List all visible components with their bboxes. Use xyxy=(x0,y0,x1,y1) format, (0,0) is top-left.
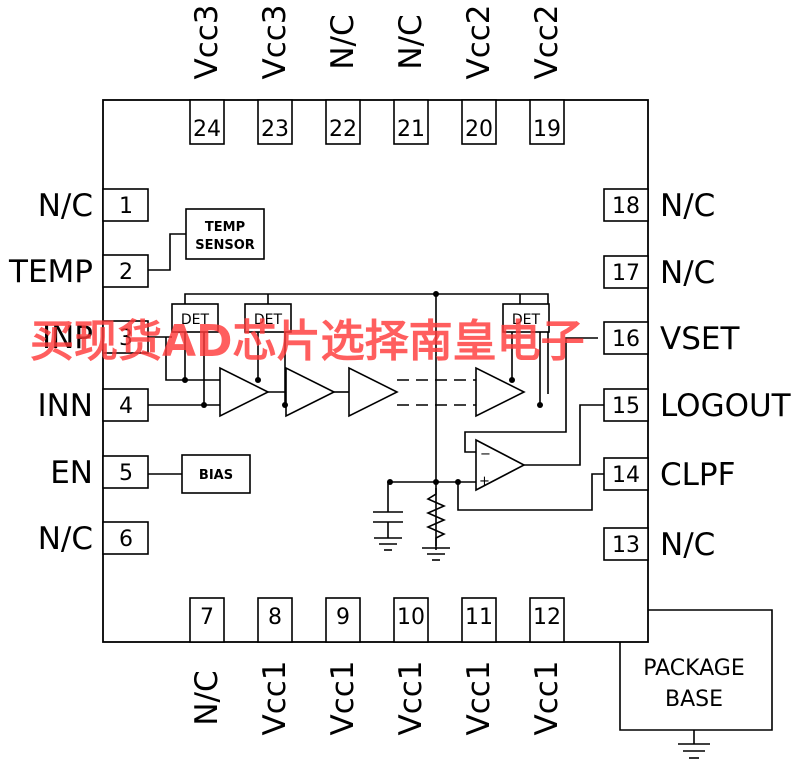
pin-24: 24 Vcc3 xyxy=(189,4,225,145)
pin-number: 21 xyxy=(397,117,425,142)
top-pin-row: 24 Vcc3 23 Vcc3 22 N/C 21 N/C 20 Vcc2 19 Vcc2 xyxy=(189,4,565,145)
pin-number: 23 xyxy=(261,117,289,142)
pin-label: Vcc1 xyxy=(325,660,361,735)
det-label-3: DET xyxy=(512,312,541,328)
svg-text:−: − xyxy=(480,447,491,462)
pin-3: 3 INP xyxy=(42,320,149,356)
pin-label: Vcc1 xyxy=(257,660,293,735)
detector-chain xyxy=(148,291,549,550)
pin-label: Vcc1 xyxy=(529,660,565,735)
pin-number: 7 xyxy=(200,605,214,630)
pin-label: Vcc1 xyxy=(393,660,429,735)
pin-number: 14 xyxy=(612,463,640,488)
bias-label: BIAS xyxy=(199,468,233,483)
pin-23: 23 Vcc3 xyxy=(257,4,293,145)
chip-body xyxy=(102,99,649,643)
pin-18: 18 N/C xyxy=(603,188,715,224)
pin-5: 5 EN xyxy=(50,455,149,491)
pin-number: 22 xyxy=(329,117,357,142)
pin-label: N/C xyxy=(325,14,361,69)
pin-label: N/C xyxy=(660,188,715,224)
pin-number: 2 xyxy=(119,260,133,285)
pin-number: 5 xyxy=(119,461,133,486)
package-base-label-line1: PACKAGE xyxy=(643,656,745,681)
pin-22: 22 N/C xyxy=(325,14,361,145)
pin-number: 8 xyxy=(268,605,282,630)
pin-17: 17 N/C xyxy=(603,255,715,291)
det-label-2: DET xyxy=(254,312,283,328)
pin-label: Vcc2 xyxy=(529,4,565,79)
pin-label: TEMP xyxy=(8,254,93,290)
pin-label: VSET xyxy=(660,321,740,357)
pin-label: INN xyxy=(37,388,93,424)
pin-number: 10 xyxy=(397,605,425,630)
pin-number: 11 xyxy=(465,605,493,630)
svg-text:+: + xyxy=(479,474,490,489)
pin-number: 4 xyxy=(119,394,133,419)
pin-label: N/C xyxy=(660,527,715,563)
pin-label: EN xyxy=(50,455,93,491)
pin-number: 15 xyxy=(612,394,640,419)
pin-13: 13 N/C xyxy=(603,527,715,563)
temp-sensor-label-line1: TEMP xyxy=(205,220,245,235)
package-base-label-line2: BASE xyxy=(665,687,723,712)
pin-number: 9 xyxy=(336,605,350,630)
pin-label: N/C xyxy=(660,255,715,291)
pin-number: 6 xyxy=(119,527,133,552)
pin-number: 16 xyxy=(612,327,640,352)
pin-19: 19 Vcc2 xyxy=(529,4,565,145)
pin-number: 18 xyxy=(612,194,640,219)
det-block-2: DET xyxy=(244,303,292,333)
resistor xyxy=(422,488,450,561)
pin-1: 1 N/C xyxy=(38,188,149,224)
pin-label: N/C xyxy=(393,14,429,69)
pin-number: 12 xyxy=(533,605,561,630)
det-block-3: DET xyxy=(502,303,550,333)
pin-label: Vcc3 xyxy=(257,4,293,79)
pin-number: 1 xyxy=(119,194,133,219)
pin-number: 3 xyxy=(119,326,133,351)
pin-6: 6 N/C xyxy=(38,521,149,557)
pin-2: 2 TEMP xyxy=(8,254,149,290)
bias-block: BIAS xyxy=(148,454,251,494)
det-label-1: DET xyxy=(181,312,210,328)
temp-sensor-block: TEMP SENSOR xyxy=(148,208,265,271)
pin-number: 24 xyxy=(193,117,221,142)
pin-label: Vcc1 xyxy=(461,660,497,735)
pin-label: N/C xyxy=(38,188,93,224)
pin-20: 20 Vcc2 xyxy=(461,4,497,145)
pin-14: 14 CLPF xyxy=(603,457,735,493)
pin-number: 13 xyxy=(612,533,640,558)
pin-label: N/C xyxy=(38,521,93,557)
pin-label: INP xyxy=(42,320,93,356)
det-block-1: DET xyxy=(171,303,219,333)
pin-label: LOGOUT xyxy=(660,388,792,424)
output-opamp: − + xyxy=(387,337,604,511)
pin-label: N/C xyxy=(189,670,225,725)
pin-number: 19 xyxy=(533,117,561,142)
temp-sensor-label-line2: SENSOR xyxy=(195,238,255,253)
pin-21: 21 N/C xyxy=(393,14,429,145)
pin-label: Vcc2 xyxy=(461,4,497,79)
pin-label: Vcc3 xyxy=(189,4,225,79)
capacitor xyxy=(373,482,403,551)
pin-4: 4 INN xyxy=(37,388,149,424)
pin-number: 20 xyxy=(465,117,493,142)
pin-label: CLPF xyxy=(660,457,735,493)
pin-16: 16 VSET xyxy=(603,321,740,357)
package-base-block: PACKAGE BASE xyxy=(619,609,773,759)
watermark-text: 买现货AD芯片选择南皇电子 xyxy=(30,316,585,367)
pin-7: 7N/C xyxy=(189,597,225,726)
pin-number: 17 xyxy=(612,261,640,286)
pin-15: 15 LOGOUT xyxy=(603,388,792,424)
